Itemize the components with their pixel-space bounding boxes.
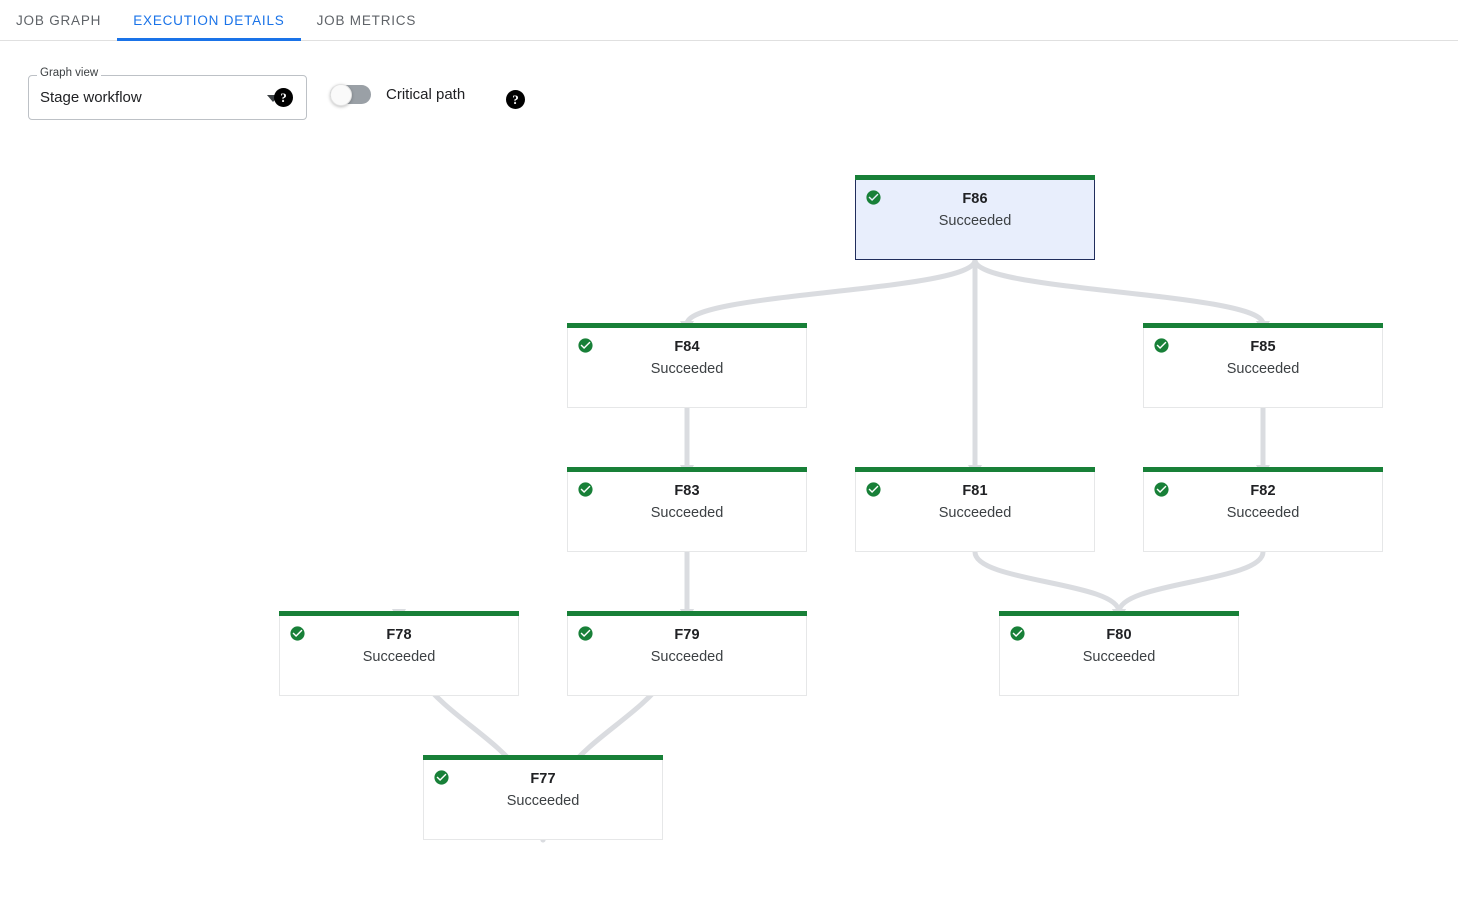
- node-status-bar: [423, 755, 663, 760]
- check-circle-icon: [290, 626, 305, 641]
- tab-bar: JOB GRAPH EXECUTION DETAILS JOB METRICS: [0, 0, 1458, 41]
- check-circle-icon: [866, 482, 881, 497]
- node-status-bar: [1143, 323, 1383, 328]
- node-title: F80: [1106, 627, 1132, 643]
- node-title: F81: [962, 483, 988, 499]
- check-circle-icon: [1010, 626, 1025, 641]
- node-status-text: Succeeded: [1226, 361, 1300, 377]
- node-status-text: Succeeded: [1082, 649, 1156, 665]
- node-title: F78: [386, 627, 412, 643]
- check-circle-icon: [578, 338, 593, 353]
- check-circle-icon: [866, 190, 881, 205]
- node-title: F86: [962, 191, 988, 207]
- check-circle-icon: [434, 770, 449, 785]
- toggle-knob: [330, 83, 352, 106]
- node-status-bar: [855, 467, 1095, 472]
- critical-path-label: Critical path: [386, 86, 466, 103]
- node-title: F82: [1250, 483, 1276, 499]
- node-title: F77: [530, 771, 556, 787]
- node-status-text: Succeeded: [938, 505, 1012, 521]
- check-circle-icon: [578, 482, 593, 497]
- node-status-text: Succeeded: [362, 649, 436, 665]
- node-status-bar: [1143, 467, 1383, 472]
- check-circle-icon: [1154, 482, 1169, 497]
- node-title: F83: [674, 483, 700, 499]
- critical-path-help-icon[interactable]: ?: [506, 90, 525, 109]
- chevron-down-icon[interactable]: [267, 94, 279, 102]
- node-status-bar: [567, 323, 807, 328]
- node-status-text: Succeeded: [506, 793, 580, 809]
- tab-job-graph[interactable]: JOB GRAPH: [16, 13, 102, 28]
- tab-job-metrics[interactable]: JOB METRICS: [316, 13, 417, 28]
- graph-view-label: Graph view: [37, 67, 102, 79]
- graph-edge-f80-f82: [1116, 549, 1266, 615]
- node-title: F85: [1250, 339, 1276, 355]
- graph-view-help-icon[interactable]: ?: [274, 88, 293, 107]
- graph-view-value: Stage workflow: [40, 89, 142, 106]
- node-status-text: Succeeded: [650, 505, 724, 521]
- check-circle-icon: [1154, 338, 1169, 353]
- critical-path-toggle[interactable]: [330, 83, 371, 106]
- graph-edge-f85-f86: [972, 257, 1266, 327]
- node-title: F79: [674, 627, 700, 643]
- node-status-bar: [999, 611, 1239, 616]
- check-circle-icon: [578, 626, 593, 641]
- tab-list: JOB GRAPH EXECUTION DETAILS JOB METRICS: [0, 0, 432, 41]
- node-title: F84: [674, 339, 700, 355]
- node-status-text: Succeeded: [1226, 505, 1300, 521]
- node-status-text: Succeeded: [938, 213, 1012, 229]
- node-status-bar: [567, 467, 807, 472]
- graph-toolbar: Graph view Stage workflow ? Critical pat…: [0, 41, 1458, 136]
- graph-edge-f80-f81: [972, 549, 1122, 615]
- node-status-bar: [279, 611, 519, 616]
- graph-edge-f84-f86: [684, 257, 978, 327]
- node-status-text: Succeeded: [650, 649, 724, 665]
- node-status-bar: [567, 611, 807, 616]
- tab-execution-details[interactable]: EXECUTION DETAILS: [117, 0, 301, 41]
- node-status-text: Succeeded: [650, 361, 724, 377]
- critical-path-toggle-group[interactable]: Critical path: [330, 83, 466, 106]
- node-status-bar: [855, 175, 1095, 180]
